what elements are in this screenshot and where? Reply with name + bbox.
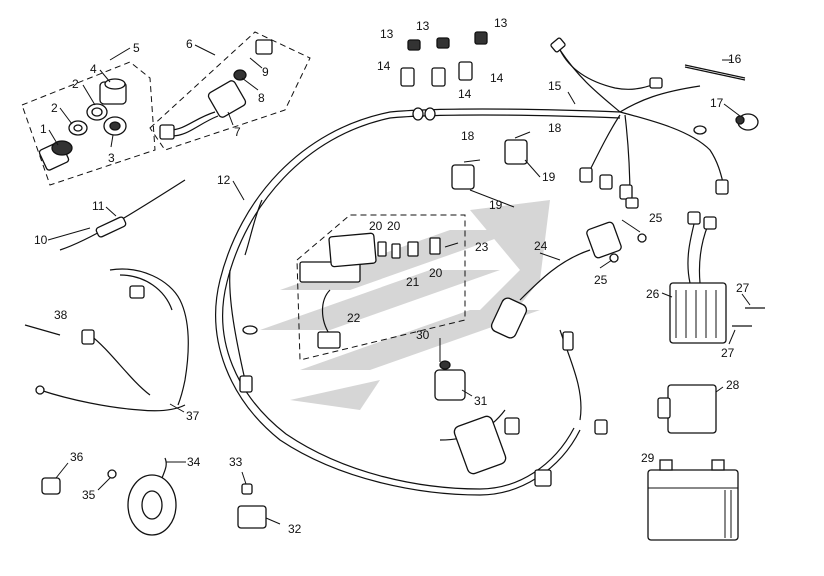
- leader-lines: [47, 44, 751, 525]
- callout-25a: 25: [649, 211, 663, 225]
- callout-23: 23: [475, 240, 489, 254]
- callout-14c: 14: [490, 71, 504, 85]
- callout-30: 30: [416, 328, 430, 342]
- callout-31: 31: [474, 394, 488, 408]
- callout-20b: 20: [387, 219, 401, 233]
- callout-13c: 13: [494, 16, 508, 30]
- callout-6: 6: [186, 37, 193, 51]
- cable-11: [59, 179, 186, 251]
- relay-14-parts: [400, 61, 473, 87]
- callout-2b: 2: [72, 77, 79, 91]
- callout-24: 24: [534, 239, 548, 253]
- callout-7: 7: [234, 125, 241, 139]
- flasher-32: [237, 483, 267, 529]
- callout-34: 34: [187, 455, 201, 469]
- callout-32: 32: [288, 522, 302, 536]
- callout-36: 36: [70, 450, 84, 464]
- relay-13-parts: [407, 31, 488, 51]
- callout-22: 22: [347, 311, 361, 325]
- callout-29: 29: [641, 451, 655, 465]
- fuse-box-group: [296, 214, 466, 361]
- ignition-switch-group: [21, 61, 156, 186]
- callout-19a: 19: [489, 198, 503, 212]
- callout-10: 10: [34, 233, 48, 247]
- cdi-unit-28: [657, 384, 717, 434]
- callout-5: 5: [133, 41, 140, 55]
- clip-17: [735, 113, 759, 131]
- callout-14b: 14: [458, 87, 472, 101]
- callout-33: 33: [229, 455, 243, 469]
- callout-14a: 14: [377, 59, 391, 73]
- callout-37: 37: [186, 409, 200, 423]
- callout-2a: 2: [51, 101, 58, 115]
- callout-9: 9: [262, 65, 269, 79]
- callout-8: 8: [258, 91, 265, 105]
- callout-18b: 18: [548, 121, 562, 135]
- socket-36: [41, 477, 61, 495]
- relay-31: [434, 360, 466, 401]
- callout-21: 21: [406, 275, 420, 289]
- callout-13a: 13: [380, 27, 394, 41]
- callout-13b: 13: [416, 19, 430, 33]
- callout-20c: 20: [429, 266, 443, 280]
- callout-labels: 1 2 2 3 4 5 6 7 8 9 10 11 12 13 13 13 14…: [34, 16, 750, 536]
- callout-15: 15: [548, 79, 562, 93]
- relay-19-parts: [451, 131, 531, 190]
- main-wiring-harness: [215, 37, 729, 496]
- wire-16: [684, 64, 746, 79]
- ignition-coil-24: [490, 221, 622, 339]
- callout-27b: 27: [721, 346, 735, 360]
- callout-11: 11: [92, 199, 105, 213]
- callout-27a: 27: [736, 281, 750, 295]
- callout-12: 12: [217, 173, 231, 187]
- horn-34: [107, 457, 177, 536]
- switch-wire-group: [149, 31, 311, 151]
- callout-25b: 25: [594, 273, 608, 287]
- cable-37: [35, 268, 189, 412]
- callout-38: 38: [54, 308, 68, 322]
- battery-29: [647, 459, 739, 541]
- callout-17: 17: [710, 96, 724, 110]
- regulator-26: [669, 211, 727, 344]
- callout-3: 3: [108, 151, 115, 165]
- callout-28: 28: [726, 378, 740, 392]
- callout-19b: 19: [542, 170, 556, 184]
- callout-18a: 18: [461, 129, 475, 143]
- callout-4: 4: [90, 62, 97, 76]
- callout-35: 35: [82, 488, 96, 502]
- callout-26: 26: [646, 287, 660, 301]
- callout-1: 1: [40, 122, 47, 136]
- wire-38: [24, 324, 61, 336]
- callout-16: 16: [728, 52, 742, 66]
- callout-20a: 20: [369, 219, 383, 233]
